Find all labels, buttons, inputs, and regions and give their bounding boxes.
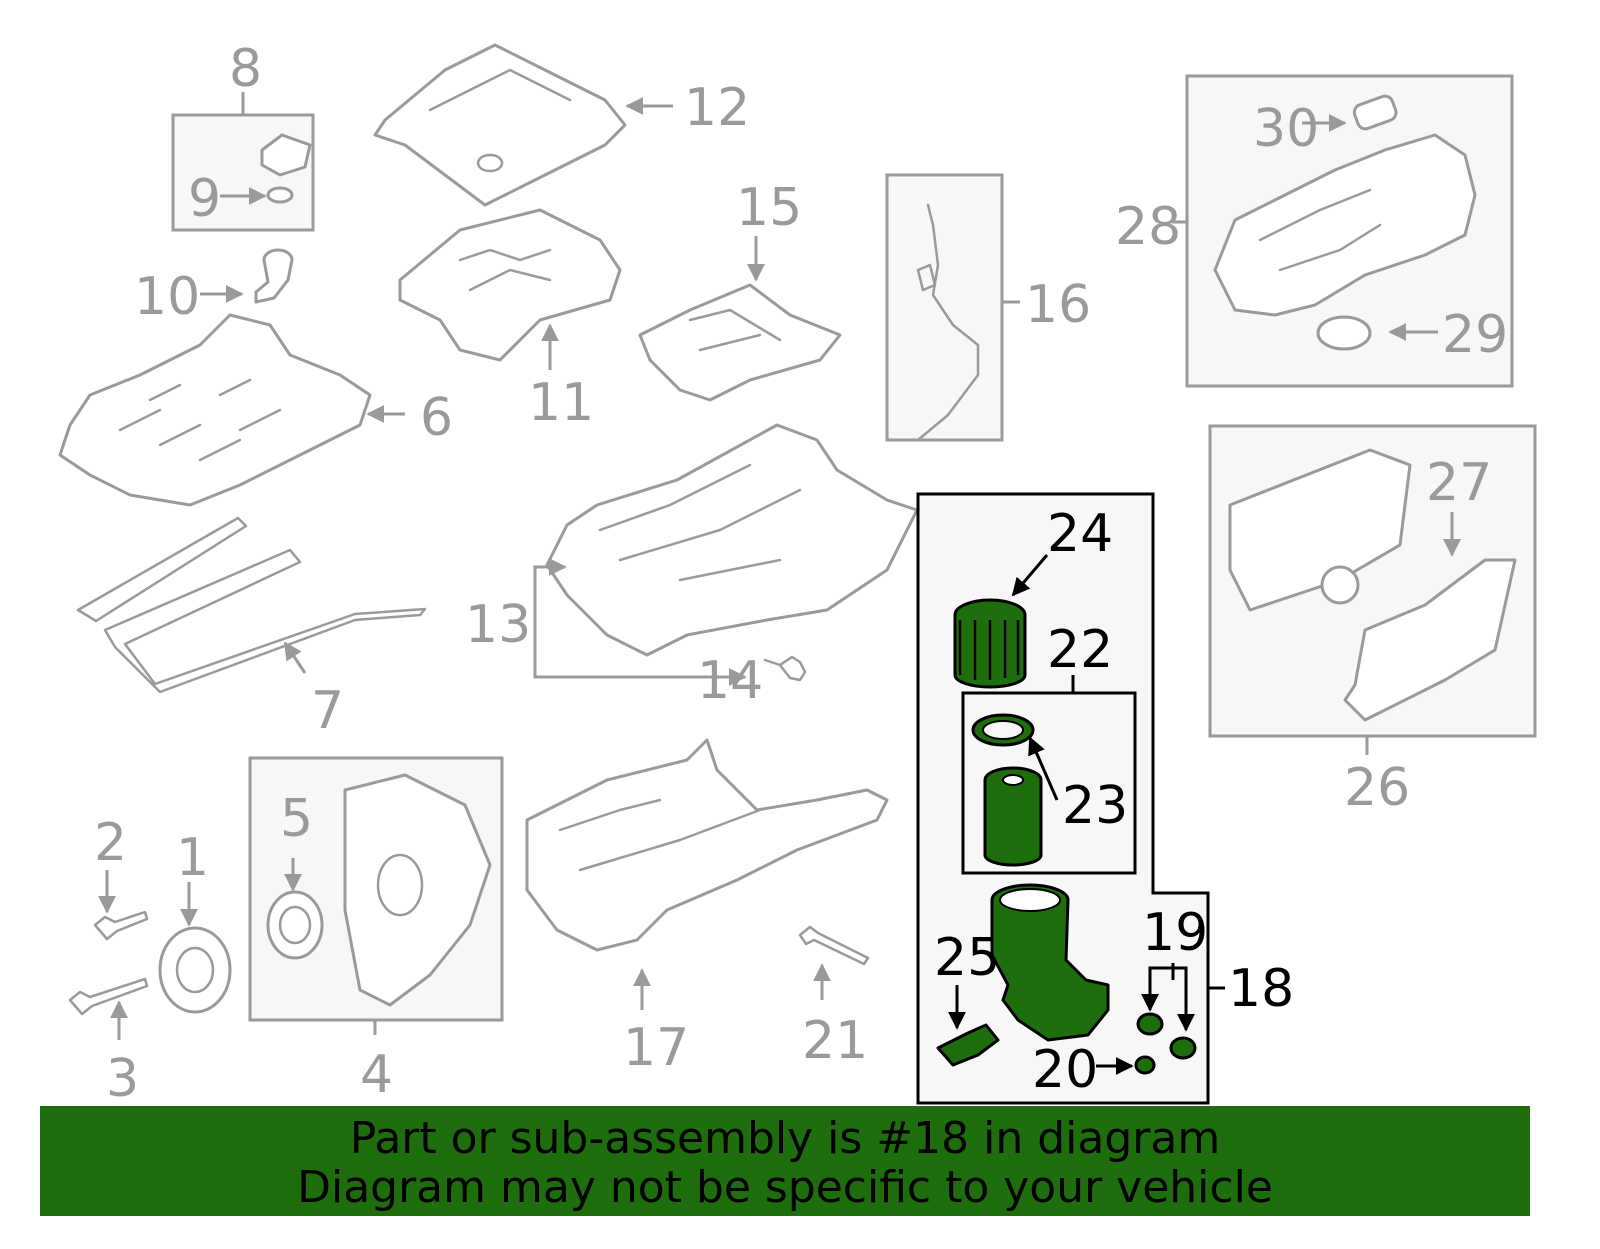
part-10-filler-neck — [200, 248, 294, 304]
part-8-oil-filler-cap-group — [171, 92, 315, 232]
label-10: 10 — [134, 267, 200, 327]
part-3-bolt — [68, 977, 149, 1040]
part-2-bolt — [93, 870, 149, 941]
part-11-intake-manifold — [398, 208, 622, 370]
label-30: 30 — [1253, 99, 1319, 159]
part-17-oil-pan-lower — [525, 738, 889, 1010]
label-18: 18 — [1228, 959, 1294, 1019]
part-16-dipstick — [885, 173, 1020, 442]
label-15: 15 — [736, 178, 802, 238]
banner-line-2: Diagram may not be specific to your vehi… — [297, 1162, 1273, 1213]
part-7-valve-cover-gasket — [76, 516, 427, 694]
label-1: 1 — [176, 828, 209, 888]
label-22: 22 — [1047, 620, 1113, 680]
label-6: 6 — [420, 388, 453, 448]
part-6-valve-cover — [58, 313, 405, 507]
part-15-oil-pan-baffle — [638, 236, 842, 402]
label-23: 23 — [1062, 776, 1128, 836]
part-18-oil-filter-housing-assembly — [916, 492, 1225, 1105]
label-17: 17 — [623, 1018, 689, 1078]
label-16: 16 — [1025, 275, 1091, 335]
label-26: 26 — [1344, 758, 1410, 818]
label-21: 21 — [802, 1011, 868, 1071]
label-12: 12 — [684, 78, 750, 138]
label-5: 5 — [280, 789, 313, 849]
label-13: 13 — [465, 595, 531, 655]
label-24: 24 — [1047, 504, 1113, 564]
part-4-timing-cover-group — [248, 756, 504, 1035]
label-19: 19 — [1142, 903, 1208, 963]
part-28-exhaust-manifold-group — [1172, 74, 1514, 388]
label-20: 20 — [1032, 1040, 1098, 1100]
label-2: 2 — [94, 813, 127, 873]
label-14: 14 — [697, 651, 763, 711]
label-29: 29 — [1442, 305, 1508, 365]
label-27: 27 — [1426, 453, 1492, 513]
label-25: 25 — [934, 928, 1000, 988]
highlight-info-banner: Part or sub-assembly is #18 in diagram D… — [40, 1106, 1530, 1216]
label-7: 7 — [311, 681, 344, 741]
banner-line-1: Part or sub-assembly is #18 in diagram — [349, 1113, 1221, 1164]
label-28: 28 — [1115, 197, 1181, 257]
part-26-oil-cooler-group — [1208, 424, 1537, 755]
label-3: 3 — [106, 1049, 139, 1109]
label-8: 8 — [229, 39, 262, 99]
part-12-engine-cover — [373, 43, 673, 207]
label-11: 11 — [528, 373, 594, 433]
label-9: 9 — [188, 169, 221, 229]
part-13-oil-pan-upper — [533, 423, 919, 686]
label-4: 4 — [360, 1045, 393, 1105]
part-1-crankshaft-pulley — [158, 882, 232, 1014]
part-21-bolt — [798, 925, 870, 1000]
